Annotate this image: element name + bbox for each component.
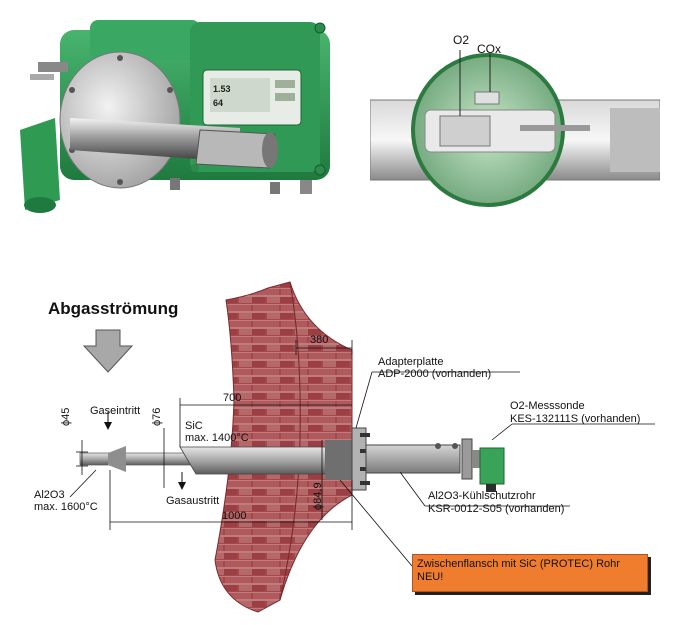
cox-label: COx <box>477 42 501 56</box>
sic-label: SiC <box>185 420 203 432</box>
al2o3-temp-label: max. 1600°C <box>34 501 98 513</box>
al2o3-label: Al2O3 <box>34 489 65 501</box>
display-value-2: 64 <box>213 98 223 108</box>
new-flange-note: Zwischenflansch mit SiC (PROTEC) Rohr NE… <box>412 554 648 592</box>
adapter-plate <box>351 427 367 491</box>
note-line-2: NEU! <box>417 571 444 583</box>
sic-tube <box>179 446 341 475</box>
gas-inlet-label: Gaseintritt <box>90 405 141 417</box>
dim-1000-label: 1000 <box>222 510 247 522</box>
dim-700-label: 700 <box>223 392 242 404</box>
adapter-title: Adapterplatte <box>378 356 444 368</box>
brick-wall-right <box>279 281 353 601</box>
tube-part: KSR-0012-S05 (vorhanden) <box>428 503 565 515</box>
flow-title: Abgasströmung <box>48 299 179 318</box>
probe-title: O2-Messsonde <box>510 400 585 412</box>
display-value-1: 1.53 <box>213 84 231 94</box>
o2-label: O2 <box>453 33 470 47</box>
note-line-1: Zwischenflansch mit SiC (PROTEC) Rohr <box>417 558 620 570</box>
tube-title: Al2O3-Kühlschutzrohr <box>428 490 536 502</box>
dim-45-label: ϕ45 <box>60 407 72 426</box>
sic-temp-label: max. 1400°C <box>185 432 249 444</box>
side-housing <box>20 118 60 210</box>
flow-arrow <box>82 329 134 373</box>
analyzer-photo: 1.53 64 <box>20 20 330 213</box>
probe-head <box>479 447 505 485</box>
protection-tube <box>365 444 461 474</box>
adapter-part: ADP-2000 (vorhanden) <box>378 368 492 380</box>
dim-380-label: 380 <box>310 334 329 346</box>
gas-outlet-label: Gasaustritt <box>166 495 220 507</box>
probe-part: KES-132111S (vorhanden) <box>510 413 641 425</box>
dim-76-label: ϕ76 <box>151 407 163 426</box>
sensor-photo <box>370 50 660 207</box>
dim-849-label: ϕ84.9 <box>312 482 324 510</box>
